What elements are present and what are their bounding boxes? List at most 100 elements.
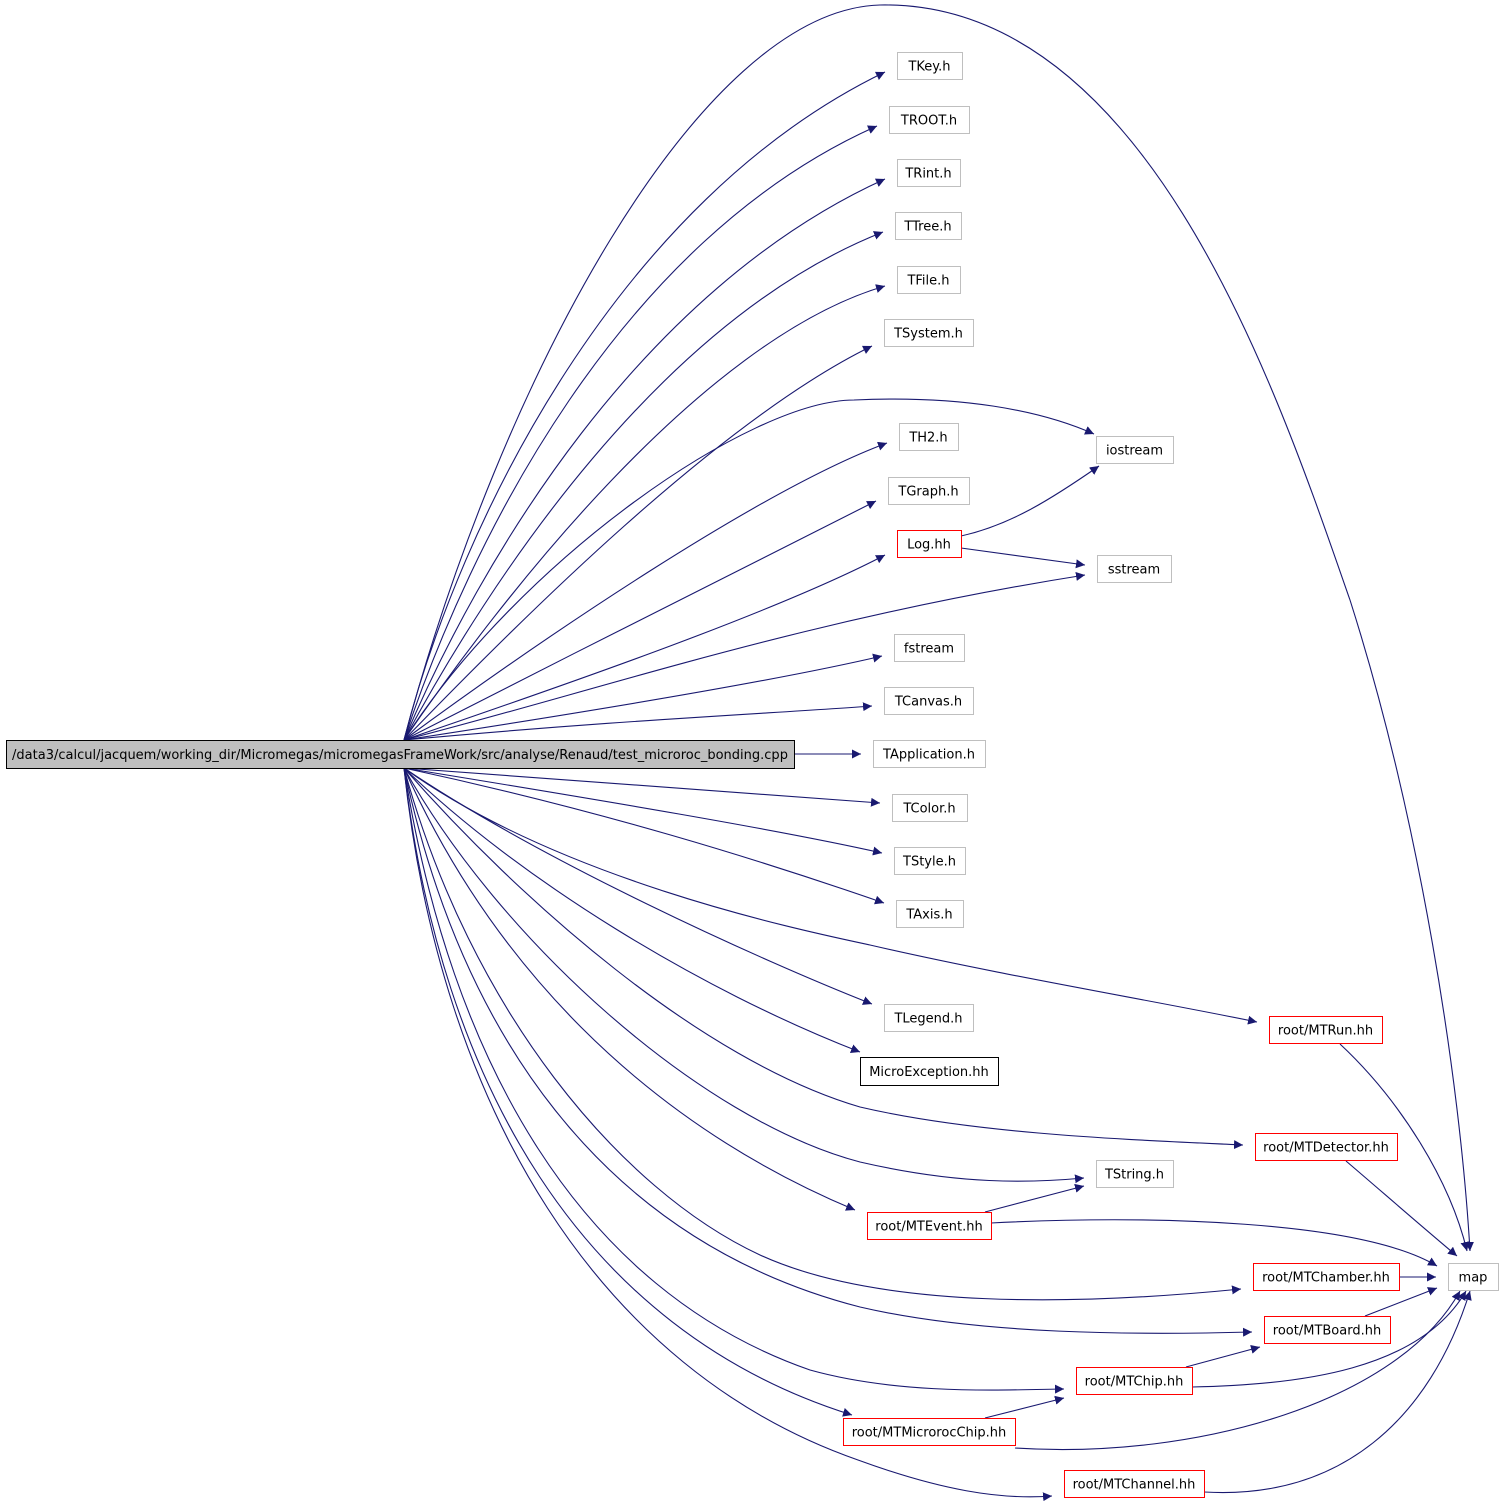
node-box [896, 900, 964, 928]
node-root[interactable]: /data3/calcul/jacquem/working_dir/Microm… [6, 740, 795, 769]
edge-root-to-tstyle [403, 767, 883, 856]
node-log[interactable]: Log.hh [897, 530, 962, 558]
node-ttree[interactable]: TTree.h [895, 212, 962, 240]
node-tfile[interactable]: TFile.h [897, 266, 961, 294]
node-box [897, 266, 961, 294]
edge-root-to-iostream [403, 398, 1095, 741]
node-iostream[interactable]: iostream [1096, 436, 1174, 464]
nodes-layer: /data3/calcul/jacquem/working_dir/Microm… [6, 52, 1499, 1498]
node-label: root/MTChip.hh [1085, 1375, 1184, 1390]
node-fstream[interactable]: fstream [894, 634, 965, 662]
edge-root-to-tgraph [403, 500, 877, 741]
edge-root-to-sstream [403, 571, 1086, 741]
node-box [873, 740, 986, 768]
edge-mtchannel-to-map [1203, 1290, 1472, 1494]
node-taxis[interactable]: TAxis.h [896, 900, 964, 928]
node-trint[interactable]: TRint.h [897, 159, 961, 187]
node-box [867, 1212, 992, 1240]
edge-root-to-mtevent [403, 767, 856, 1211]
node-box [1097, 555, 1172, 583]
node-box [884, 1004, 974, 1032]
edge-root-to-mtchamber [403, 767, 1242, 1301]
edge-root-to-mtdetector [403, 767, 1244, 1150]
node-box [889, 106, 970, 134]
node-box [1064, 1470, 1205, 1498]
node-label: TApplication.h [882, 748, 975, 763]
node-tapplication[interactable]: TApplication.h [873, 740, 986, 768]
edge-root-to-tlegend [403, 767, 873, 1005]
edge-mtchip-to-mtboard [1185, 1345, 1261, 1368]
node-troot[interactable]: TROOT.h [889, 106, 970, 134]
node-tkey[interactable]: TKey.h [897, 52, 963, 80]
node-box [899, 423, 959, 451]
edge-root-to-fstream [403, 653, 883, 741]
node-label: TStyle.h [902, 855, 956, 870]
node-box [888, 477, 970, 505]
edge-root-to-ttree [403, 231, 884, 741]
node-label: root/MTEvent.hh [875, 1220, 982, 1235]
node-tsystem[interactable]: TSystem.h [884, 319, 974, 347]
edge-root-to-th2 [403, 441, 888, 741]
node-label: TCanvas.h [894, 695, 962, 710]
edge-mtevent-to-tstring [984, 1183, 1085, 1213]
node-tcanvas[interactable]: TCanvas.h [884, 687, 974, 715]
edge-mtchip-to-map [1191, 1290, 1467, 1388]
edge-root-to-tcolor [403, 767, 881, 807]
node-label: TROOT.h [900, 114, 957, 129]
node-box [897, 159, 961, 187]
edge-root-to-map [403, 4, 1474, 1252]
node-box [897, 52, 963, 80]
node-box [884, 319, 974, 347]
node-box [895, 212, 962, 240]
node-box [6, 740, 795, 769]
node-tcolor[interactable]: TColor.h [892, 794, 968, 822]
edge-mtrun-to-map [1339, 1043, 1470, 1252]
node-microexception[interactable]: MicroException.hh [860, 1057, 999, 1086]
node-mtchamber[interactable]: root/MTChamber.hh [1253, 1263, 1400, 1291]
node-label: root/MTBoard.hh [1273, 1324, 1381, 1339]
node-box [1253, 1263, 1400, 1291]
node-mtrun[interactable]: root/MTRun.hh [1269, 1016, 1383, 1044]
edge-root-to-tstring [403, 767, 1085, 1184]
node-label: TGraph.h [897, 485, 958, 500]
node-sstream[interactable]: sstream [1097, 555, 1172, 583]
node-tgraph[interactable]: TGraph.h [888, 477, 970, 505]
edge-root-to-tcanvas [403, 702, 873, 741]
node-tstyle[interactable]: TStyle.h [894, 847, 966, 875]
node-map[interactable]: map [1448, 1263, 1499, 1291]
node-label: /data3/calcul/jacquem/working_dir/Microm… [12, 748, 788, 763]
node-label: TLegend.h [893, 1012, 962, 1027]
node-label: root/MTRun.hh [1278, 1024, 1373, 1039]
node-tlegend[interactable]: TLegend.h [884, 1004, 974, 1032]
node-tstring[interactable]: TString.h [1096, 1160, 1174, 1188]
node-mtchip[interactable]: root/MTChip.hh [1076, 1367, 1193, 1395]
node-box [1096, 1160, 1174, 1188]
edge-mtevent-to-map [990, 1219, 1438, 1267]
node-th2[interactable]: TH2.h [899, 423, 959, 451]
node-mtboard[interactable]: root/MTBoard.hh [1264, 1316, 1391, 1344]
node-mtchannel[interactable]: root/MTChannel.hh [1064, 1470, 1205, 1498]
edge-root-to-mtmicroroc [403, 767, 853, 1417]
node-label: TSystem.h [893, 327, 963, 342]
edge-root-to-microexception [403, 767, 861, 1053]
edge-mtdetector-to-map [1345, 1160, 1458, 1257]
node-label: TH2.h [908, 431, 947, 446]
node-label: fstream [904, 642, 954, 657]
node-mtmicroroc[interactable]: root/MTMicrorocChip.hh [843, 1418, 1016, 1446]
node-label: map [1459, 1271, 1488, 1286]
node-box [1264, 1316, 1391, 1344]
node-label: root/MTChannel.hh [1073, 1478, 1196, 1493]
node-box [897, 530, 962, 558]
edge-log-to-sstream [960, 547, 1086, 569]
node-label: sstream [1108, 563, 1160, 578]
node-box [843, 1418, 1016, 1446]
edge-mtmicroroc-to-map [1014, 1290, 1461, 1451]
edge-root-to-mtboard [403, 767, 1253, 1337]
node-label: MicroException.hh [869, 1065, 989, 1080]
node-mtevent[interactable]: root/MTEvent.hh [867, 1212, 992, 1240]
edge-root-to-trint [403, 178, 886, 741]
node-box [892, 794, 968, 822]
node-label: TRint.h [904, 167, 951, 182]
node-label: TColor.h [902, 802, 955, 817]
node-mtdetector[interactable]: root/MTDetector.hh [1255, 1133, 1398, 1161]
